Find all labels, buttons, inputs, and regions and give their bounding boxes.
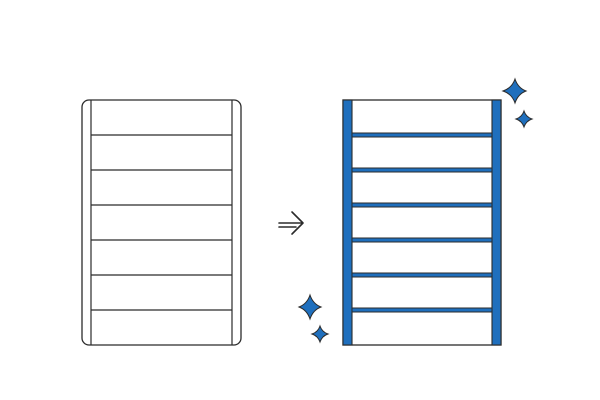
sparkle-icon [310, 324, 330, 344]
sparkle-icon [297, 293, 323, 321]
after-panel-slat [351, 132, 493, 138]
after-panel-right-rail [491, 99, 502, 346]
after-panel-slat [351, 307, 493, 313]
after-panel-slats [351, 132, 493, 313]
after-panel-slat [351, 272, 493, 278]
sparkle-icon [514, 109, 534, 129]
before-panel-frame [81, 99, 242, 346]
after-panel [342, 99, 502, 346]
before-panel [81, 99, 242, 346]
after-panel-slat [351, 237, 493, 243]
after-panel-left-rail [342, 99, 353, 346]
before-panel-slats [91, 134, 232, 311]
after-panel-slat [351, 167, 493, 173]
after-panel-slat [351, 202, 493, 208]
right-arrow-icon [278, 211, 304, 235]
sparkle-icon [501, 77, 528, 105]
